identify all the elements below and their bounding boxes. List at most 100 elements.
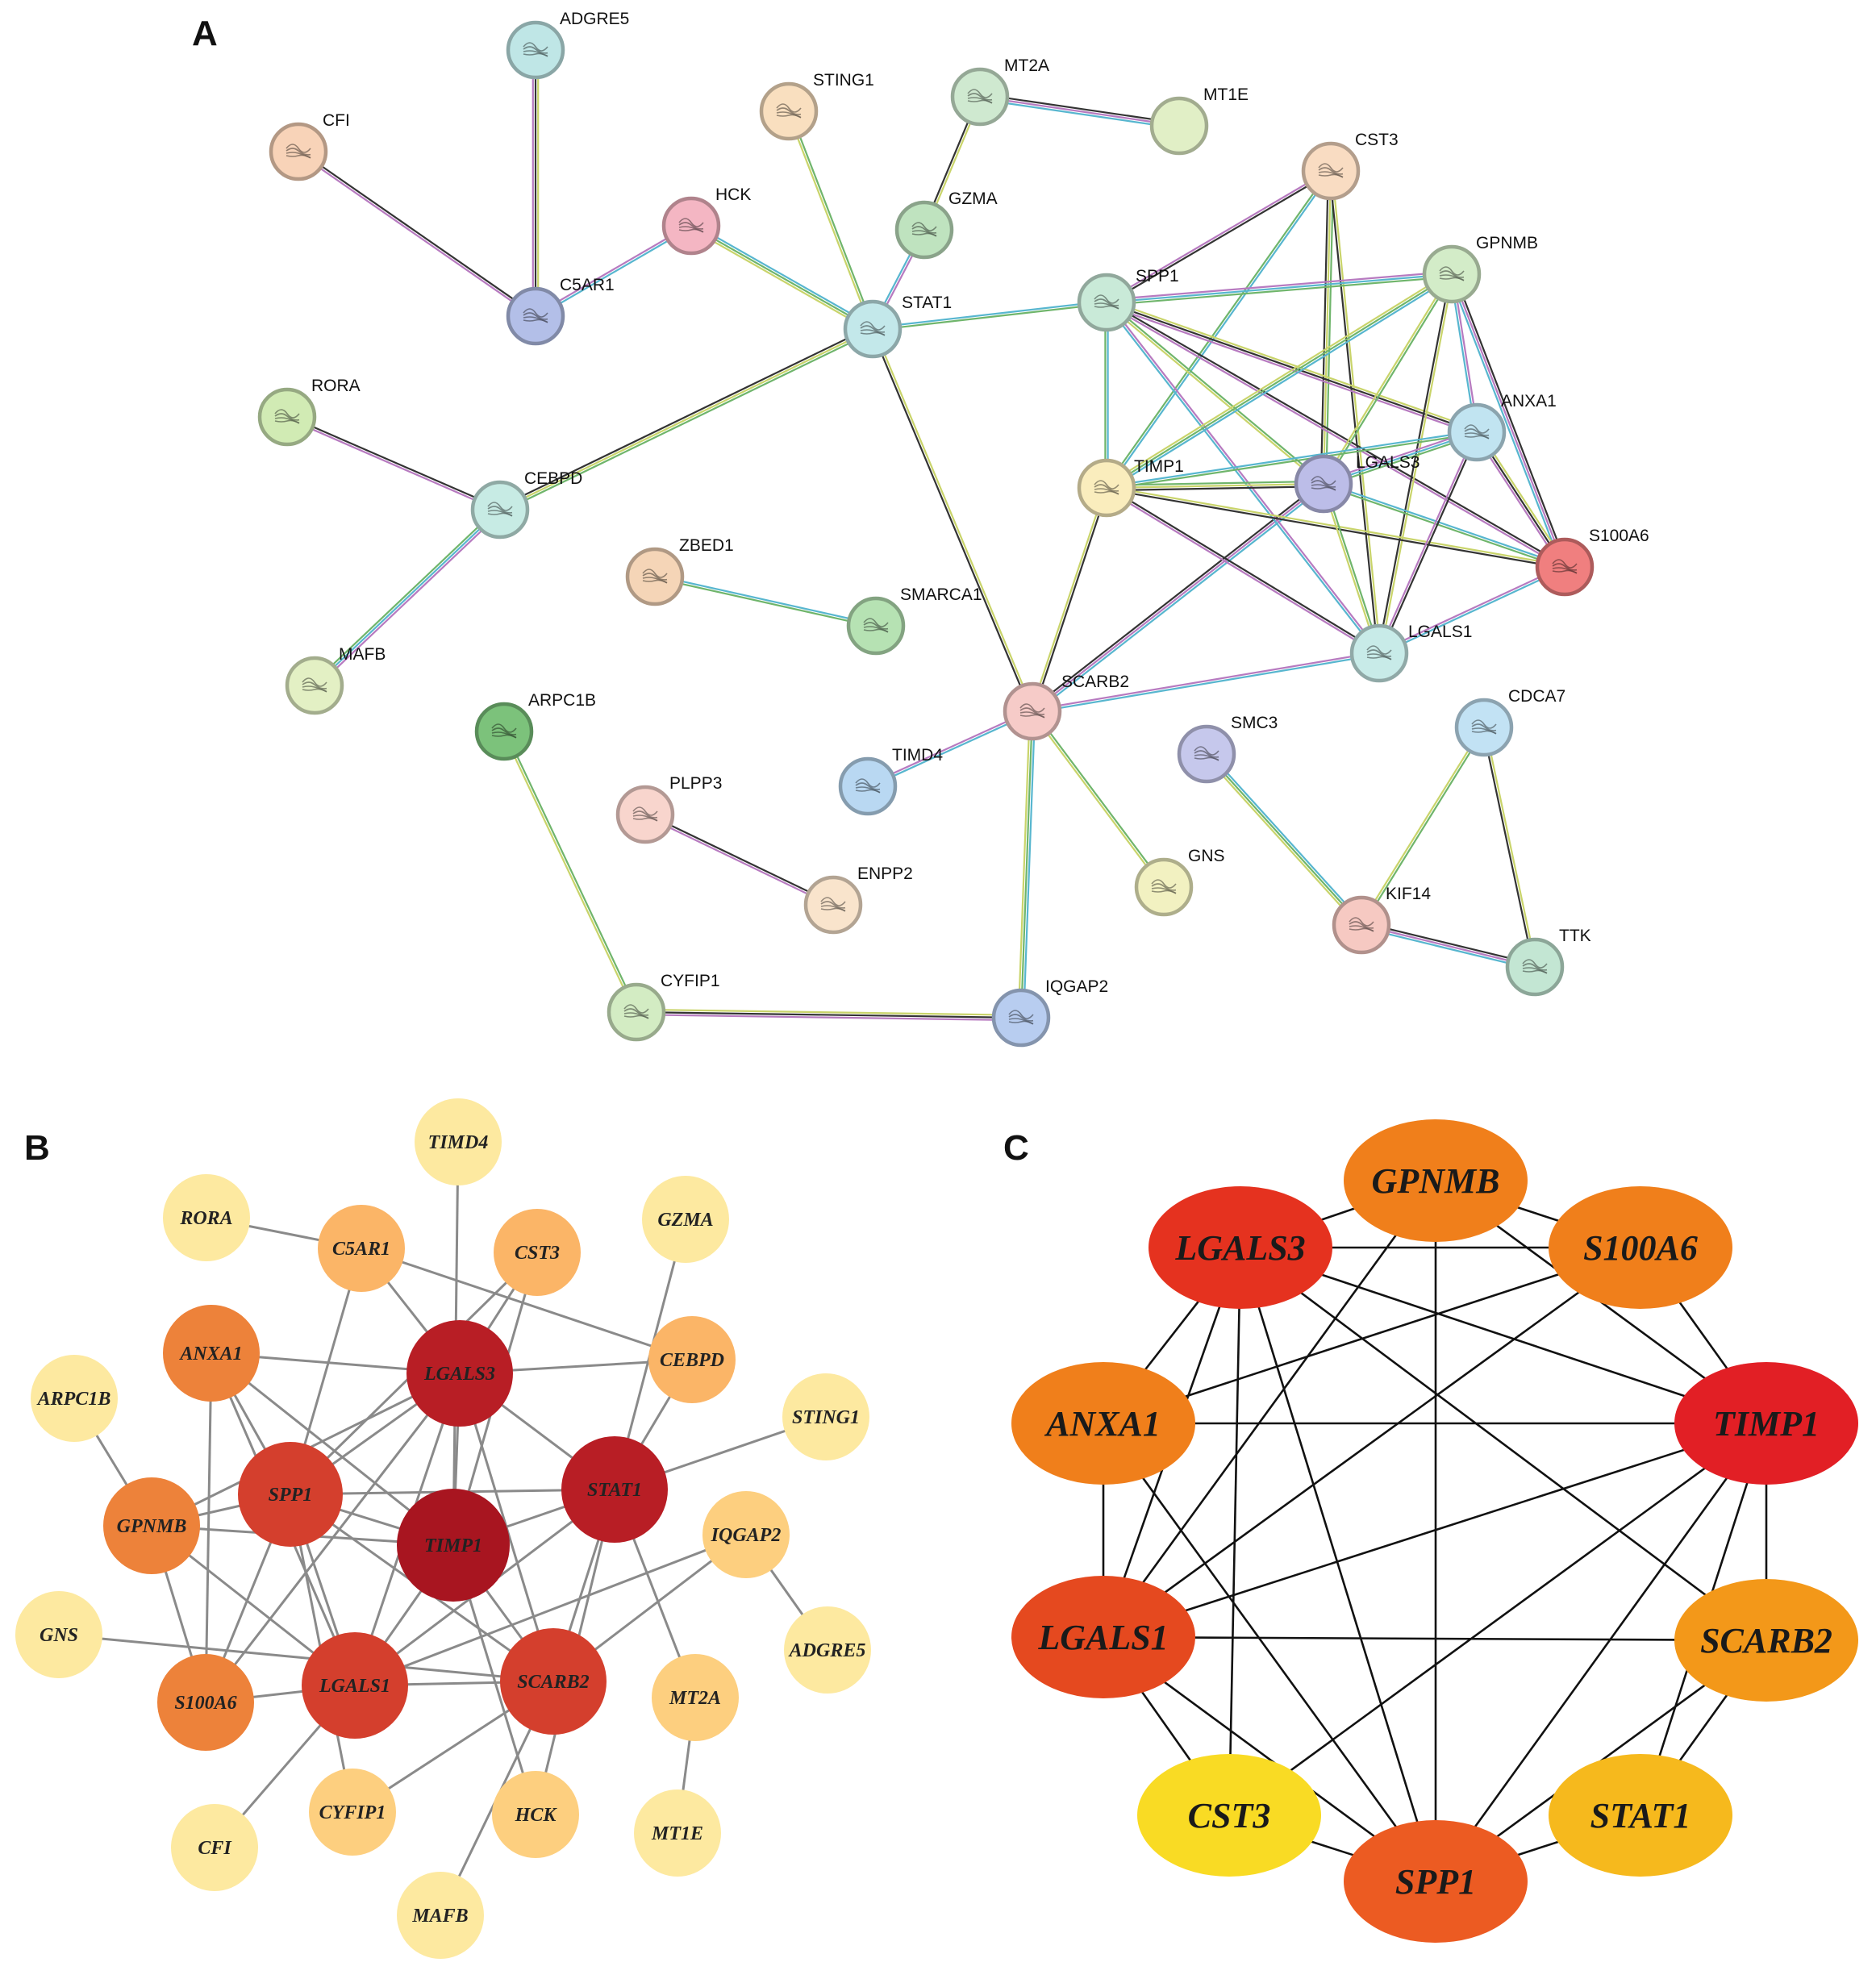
node-s100a6[interactable]: S100A6 [1535,527,1649,597]
node-label: ARPC1B [36,1389,111,1410]
node-spp1[interactable]: SPP1 [1344,1820,1528,1943]
node-gpnmb[interactable]: GPNMB [1422,234,1538,304]
node-anxa1[interactable]: ANXA1 [163,1305,260,1402]
node-label: LGALS1 [319,1676,390,1697]
node-timd4[interactable]: TIMD4 [415,1098,502,1185]
node-gzma[interactable]: GZMA [642,1176,729,1263]
node-label: IQGAP2 [1045,977,1108,996]
node-cebpd[interactable]: CEBPD [648,1316,736,1403]
node-label: TIMP1 [1134,457,1184,476]
node-label: LGALS1 [1408,623,1472,641]
node-label: STING1 [813,71,874,90]
node-mafb[interactable]: MAFB [397,1872,484,1959]
node-spp1[interactable]: SPP1 [1077,267,1179,332]
node-scarb2[interactable]: SCARB2 [1003,673,1129,741]
node-label: SMC3 [1231,714,1278,732]
node-smarca1[interactable]: SMARCA1 [846,585,982,656]
node-hck[interactable]: HCK [492,1771,579,1858]
node-timp1[interactable]: TIMP1 [1674,1362,1858,1485]
node-cebpd[interactable]: CEBPD [470,469,582,540]
node-plpp3[interactable]: PLPP3 [615,774,722,844]
node-mt2a[interactable]: MT2A [950,56,1049,127]
node-iqgap2[interactable]: IQGAP2 [702,1491,790,1578]
edge-sting1-stat1 [786,110,875,330]
panel-b-letter: B [24,1128,50,1168]
node-cyfip1[interactable]: CYFIP1 [309,1769,396,1856]
edge-c5ar1-hck [534,223,693,319]
protein-structure-icon [623,1004,649,1019]
node-s100a6[interactable]: S100A6 [1549,1186,1732,1309]
node-lgals1[interactable]: LGALS1 [1349,623,1472,683]
node-gns[interactable]: GNS [1134,847,1225,917]
node-gzma[interactable]: GZMA [894,190,998,260]
node-c5ar1[interactable]: C5AR1 [318,1205,405,1292]
node-anxa1[interactable]: ANXA1 [1447,392,1557,462]
node-stat1[interactable]: STAT1 [561,1436,668,1543]
node-cfi[interactable]: CFI [171,1804,258,1891]
node-timp1[interactable]: TIMP1 [1077,457,1184,518]
edge-gpnmb-lgals1 [1102,1180,1437,1638]
node-gpnmb[interactable]: GPNMB [1344,1119,1528,1242]
node-mafb[interactable]: MAFB [285,645,386,715]
edge-arpc1b-cyfip1 [502,730,639,1014]
node-cst3[interactable]: CST3 [1301,131,1399,201]
node-label: HCK [515,1805,558,1826]
node-label: MAFB [339,645,386,664]
node-lgals3[interactable]: LGALS3 [406,1320,513,1427]
node-label: STAT1 [587,1480,642,1501]
node-scarb2[interactable]: SCARB2 [1674,1579,1858,1702]
node-iqgap2[interactable]: IQGAP2 [991,977,1108,1048]
node-smc3[interactable]: SMC3 [1177,714,1278,784]
node-cdca7[interactable]: CDCA7 [1454,687,1565,757]
node-mt2a[interactable]: MT2A [652,1654,739,1741]
node-c5ar1[interactable]: C5AR1 [506,276,615,346]
node-lgals1[interactable]: LGALS1 [302,1632,408,1739]
edge-gpnmb-lgals3 [1321,273,1454,485]
node-spp1[interactable]: SPP1 [238,1442,343,1547]
edge-gpnmb-s100a6 [1448,273,1569,569]
edge-spp1-lgals3 [1105,300,1325,486]
edge-hck-stat1 [689,223,875,332]
node-label: LGALS3 [423,1364,495,1385]
node-cfi[interactable]: CFI [269,111,350,181]
node-lgals1[interactable]: LGALS1 [1011,1576,1195,1698]
node-ttk[interactable]: TTK [1505,927,1591,997]
edge-mt2a-mt1e [979,93,1180,130]
node-lgals3[interactable]: LGALS3 [1294,453,1420,514]
protein-structure-icon [1349,917,1374,932]
node-arpc1b[interactable]: ARPC1B [31,1355,118,1442]
node-stat1[interactable]: STAT1 [843,294,952,359]
edge-s100a6-lgals1 [1103,1246,1641,1639]
node-rora[interactable]: RORA [257,377,361,447]
node-enpp2[interactable]: ENPP2 [803,865,913,935]
node-scarb2[interactable]: SCARB2 [500,1628,607,1735]
node-gns[interactable]: GNS [15,1591,102,1678]
node-arpc1b[interactable]: ARPC1B [474,691,596,761]
node-s100a6[interactable]: S100A6 [157,1654,254,1751]
node-anxa1[interactable]: ANXA1 [1011,1362,1195,1485]
node-label: SPP1 [1136,267,1179,285]
node-zbed1[interactable]: ZBED1 [625,536,734,606]
protein-structure-icon [1311,476,1336,491]
node-mt1e[interactable]: MT1E [1149,85,1249,156]
node-rora[interactable]: RORA [163,1174,250,1261]
node-sting1[interactable]: STING1 [759,71,874,141]
node-kif14[interactable]: KIF14 [1332,885,1431,955]
node-timp1[interactable]: TIMP1 [397,1489,510,1602]
node-hck[interactable]: HCK [661,185,751,256]
node-cst3[interactable]: CST3 [1137,1754,1321,1877]
node-adgre5[interactable]: ADGRE5 [506,10,629,80]
node-timd4[interactable]: TIMD4 [838,746,943,816]
protein-structure-icon [1471,719,1497,735]
node-mt1e[interactable]: MT1E [634,1789,721,1877]
node-gpnmb[interactable]: GPNMB [103,1477,200,1574]
protein-structure-icon [274,409,300,424]
node-sting1[interactable]: STING1 [782,1373,869,1460]
node-cst3[interactable]: CST3 [494,1209,581,1296]
node-adgre5[interactable]: ADGRE5 [784,1606,871,1694]
node-cyfip1[interactable]: CYFIP1 [607,972,720,1042]
node-stat1[interactable]: STAT1 [1549,1754,1732,1877]
node-lgals3[interactable]: LGALS3 [1149,1186,1332,1309]
edge-spp1-s100a6 [1105,300,1566,569]
node-label: MT1E [651,1823,703,1844]
